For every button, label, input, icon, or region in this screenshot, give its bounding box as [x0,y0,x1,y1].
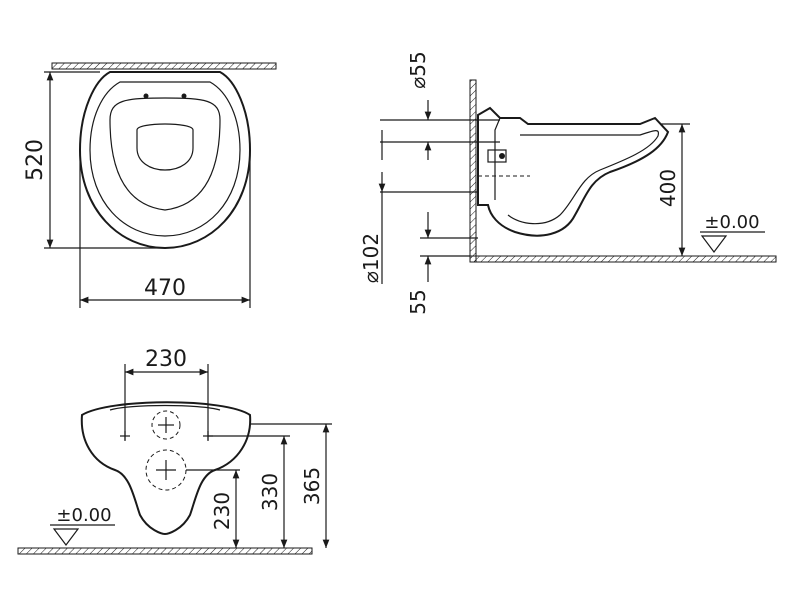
depth-label: 520 [23,139,48,181]
bowl-profile [477,106,670,237]
bowl-front-outline [80,401,252,536]
front-level-label: ±0.00 [56,505,111,526]
width-label: 470 [144,276,186,301]
level-marker-icon [52,528,80,546]
seat-outline [78,71,252,250]
bowl-inner [507,130,660,225]
dia-bottom-label: ⌀102 [359,233,383,283]
fixing-bracket [487,149,507,163]
water-inlet-circle [151,410,181,440]
dim-c-label: 365 [300,467,324,505]
spacing-label: 230 [145,347,187,372]
side-level-label: ±0.00 [704,212,759,233]
level-marker-icon [700,235,728,253]
flush-outlet [136,123,194,171]
bowl-opening [109,97,221,211]
wall-hatch-top [51,62,277,70]
dia-top-label: ⌀55 [406,51,430,89]
top-view: 520 470 [23,62,277,308]
wall-hatch-side [469,79,477,263]
floor-hatch-side [469,255,777,263]
bottom-dim-label: 55 [406,289,430,314]
height-label: 400 [656,169,680,207]
side-view: ⌀55 ⌀102 55 400 ±0.00 [359,51,777,315]
dim-b-label: 330 [258,473,282,511]
mounting-hole-icon [143,93,187,99]
floor-hatch-front [17,547,313,555]
front-view: 230 230 330 365 ±0.00 [17,347,332,555]
seat-inner-ring [89,81,241,237]
dim-a-label: 230 [210,492,234,530]
